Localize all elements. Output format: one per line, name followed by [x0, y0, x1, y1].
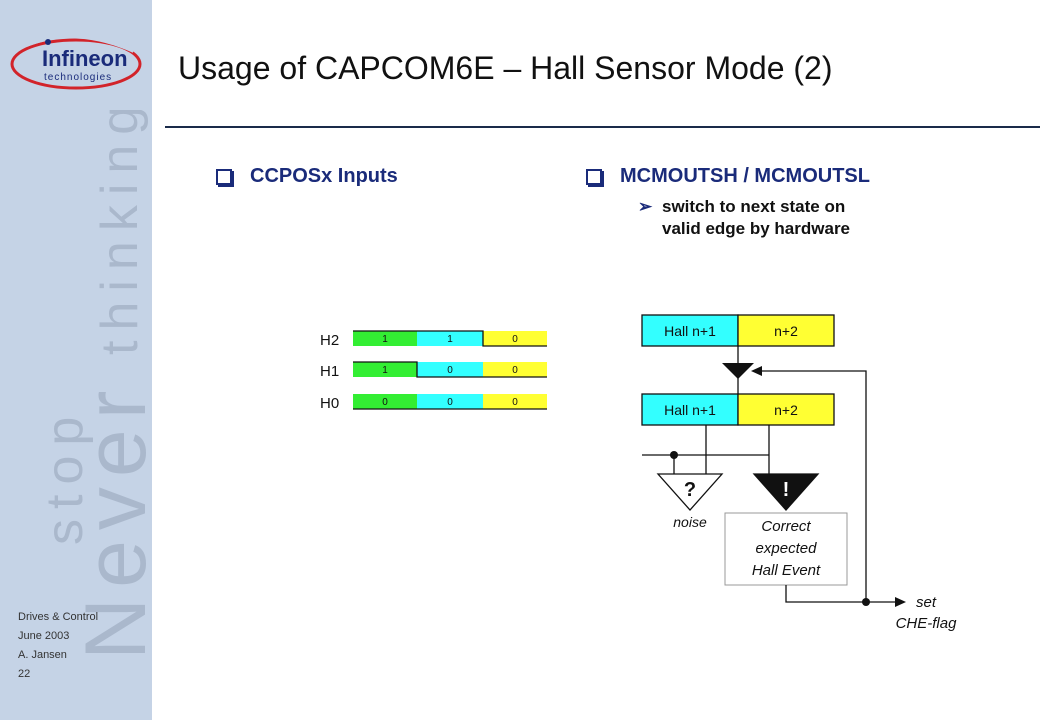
sub-bullet-line-2: valid edge by hardware [662, 219, 851, 238]
signal-label-h1: H1 [320, 363, 339, 380]
gate-triangle-icon [722, 363, 754, 379]
h1-bit-3: 0 [512, 365, 518, 376]
footer-page: 22 [18, 668, 31, 680]
reg-top-hall-text: Hall n+1 [664, 323, 716, 339]
h2-bit-2: 1 [447, 334, 453, 345]
logo-sub: technologies [44, 72, 112, 83]
sub-bullet-line-1: switch to next state on [662, 197, 846, 216]
h0-seg-1 [353, 394, 417, 409]
page-title: Usage of CAPCOM6E – Hall Sensor Mode (2) [178, 50, 833, 86]
checkbox-bullet-icon [586, 168, 602, 185]
set-label-2: CHE-flag [896, 615, 958, 632]
reg-bottom-hall-text: Hall n+1 [664, 402, 716, 418]
correct-line-3: Hall Event [752, 562, 821, 579]
set-label-1: set [916, 594, 937, 611]
arrow-bullet-icon: ➢ [638, 197, 653, 216]
footer-dept: Drives & Control [18, 611, 99, 623]
arrow-left-icon [751, 366, 762, 376]
h1-seg-1 [353, 362, 417, 377]
bullet-ccpos: CCPOSx Inputs [214, 165, 398, 188]
sidebar: Infineon technologies Never stop thinkin… [0, 0, 152, 720]
h2-seg-2 [417, 331, 483, 346]
noise-comparator-icon [656, 473, 724, 511]
tagline-never: Never [68, 381, 150, 660]
reg-bottom-hall [641, 393, 739, 426]
correct-comparator-icon [752, 473, 820, 511]
tagline: Never stop thinking [36, 110, 150, 660]
bullet-mcmout: MCMOUTSH / MCMOUTSL [584, 165, 870, 188]
tagline-stop: stop [36, 407, 94, 545]
h0-seg-3 [483, 394, 547, 409]
noise-label: noise [673, 514, 707, 530]
reg-top-hall [641, 314, 739, 347]
junction-dot-icon [862, 598, 870, 606]
sub-bullet: ➢ switch to next state on valid edge by … [638, 196, 851, 240]
tagline-thinking: thinking [91, 110, 149, 355]
correct-line-1: Correct [761, 518, 811, 535]
h2-bit-1: 1 [382, 334, 388, 345]
bullet-mcmout-text: MCMOUTSH / MCMOUTSL [620, 165, 870, 187]
h1-seg-2 [417, 362, 483, 377]
h2-seg-3 [483, 331, 547, 346]
junction-dot-icon [670, 451, 678, 459]
reg-top-next [737, 314, 835, 347]
h0-seg-2 [417, 394, 483, 409]
h2-seg-1 [353, 331, 417, 346]
signal-label-h2: H2 [320, 332, 339, 349]
timing-diagram: H2 1 1 0 H1 1 0 0 H0 0 0 0 [320, 330, 547, 412]
checkbox-bullet-icon [216, 168, 232, 185]
h1-bit-2: 0 [447, 365, 453, 376]
reg-top-next-text: n+2 [774, 323, 798, 339]
title-divider [165, 126, 1040, 128]
correct-event-box [724, 512, 848, 586]
h0-bit-2: 0 [447, 397, 453, 408]
h1-bit-1: 1 [382, 365, 388, 376]
state-machine-diagram: Hall n+1 n+2 Hall n+1 n+2 ? noise ! Corr… [641, 314, 958, 632]
signal-label-h0: H0 [320, 395, 339, 412]
correct-symbol: ! [783, 479, 790, 501]
footer-date: June 2003 [18, 630, 70, 642]
logo-name: Infineon [42, 46, 128, 71]
h2-bit-3: 0 [512, 334, 518, 345]
footer-author: A. Jansen [18, 649, 67, 661]
noise-symbol: ? [684, 479, 696, 501]
h0-bit-3: 0 [512, 397, 518, 408]
h0-bit-1: 0 [382, 397, 388, 408]
reg-bottom-next-text: n+2 [774, 402, 798, 418]
reg-bottom-next [737, 393, 835, 426]
infineon-logo: Infineon technologies [10, 32, 142, 90]
correct-line-2: expected [756, 540, 818, 557]
footer: Drives & Control June 2003 A. Jansen 22 [18, 608, 98, 684]
arrow-right-icon [895, 597, 906, 607]
h1-seg-3 [483, 362, 547, 377]
bullet-ccpos-text: CCPOSx Inputs [250, 165, 398, 187]
